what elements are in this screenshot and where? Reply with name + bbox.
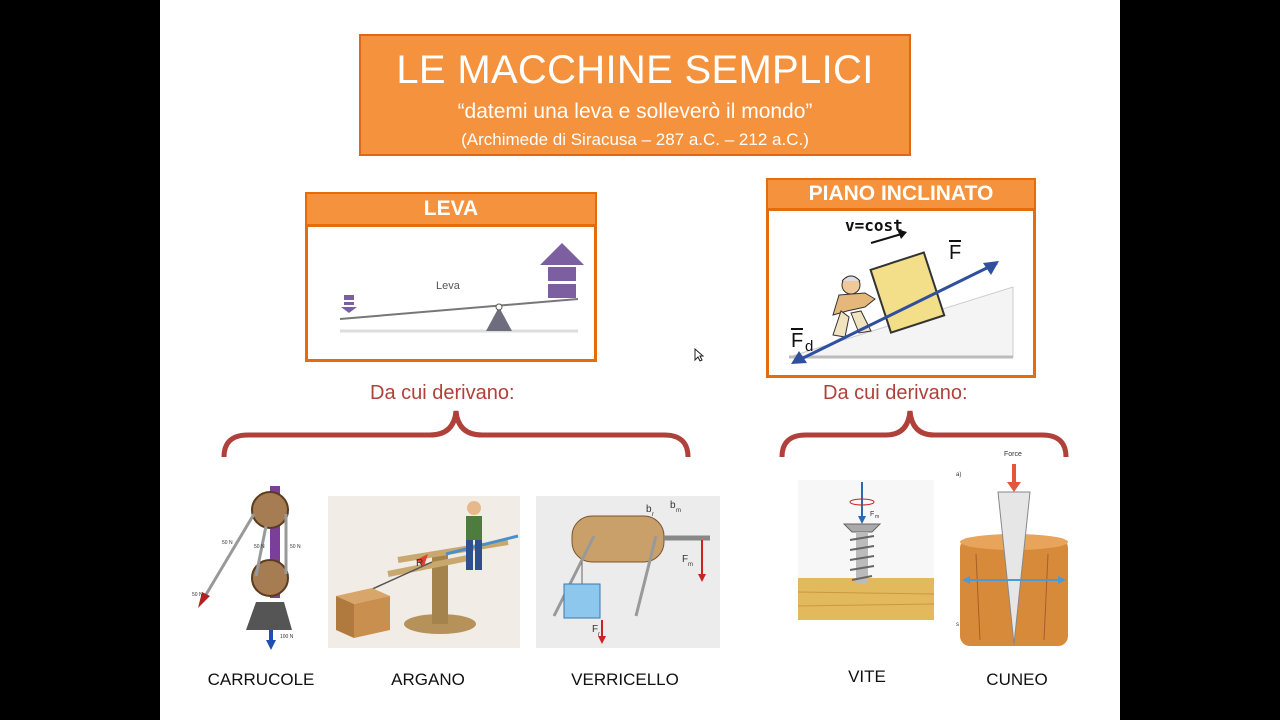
verricello-image: b r b m F m F r (536, 496, 720, 648)
force-arrow-head (983, 261, 999, 275)
pulley-label: 50 N (254, 544, 265, 550)
argano-force-arrow-icon (416, 554, 428, 566)
pulley-rope (202, 513, 256, 599)
caption-carrucole: CARRUCOLE (207, 670, 315, 689)
verricello-leg (552, 535, 596, 617)
cuneo-part-label: a) (956, 472, 961, 478)
piano-header: PIANO INCLINATO (766, 178, 1036, 210)
argano-worker-icon (466, 501, 482, 570)
pulley-bracket (270, 486, 280, 598)
pulley-label: 50 N (290, 544, 301, 550)
vite-image: F m (798, 480, 934, 620)
argano-label: R (416, 558, 423, 569)
vite-label-m: m (875, 514, 879, 520)
leva-panel: Leva (305, 224, 597, 362)
weight-icon (246, 602, 292, 630)
cuneo-split-arrow-left (962, 576, 970, 584)
cuneo-grain-2 (1043, 553, 1049, 641)
velocity-label: v=cost (845, 216, 903, 235)
leva-header: LEVA (305, 192, 597, 226)
lower-pulley-icon (251, 559, 289, 597)
pulley-label: 50 N (192, 592, 203, 598)
inclined-plane-diagram: v=cost F F d (788, 216, 1014, 364)
screw-head-icon (842, 523, 882, 533)
argano-image: R (328, 496, 520, 648)
verricello-label-b: b (646, 504, 652, 515)
piano-panel: v=cost F F d (766, 208, 1036, 378)
argano-bar-2 (387, 555, 469, 577)
vite-force-arrow-head (858, 516, 866, 524)
vite-wood (798, 578, 934, 620)
slide-quote: “datemi una leva e solleverò il mondo” (457, 100, 813, 123)
caption-verricello: VERRICELLO (571, 670, 679, 689)
vite-label-f: F (870, 511, 874, 518)
leva-derive-label: Da cui derivano: (370, 382, 515, 404)
pull-arrow-icon (198, 592, 210, 608)
slide-title: LE MACCHINE SEMPLICI (396, 48, 874, 92)
cuneo-force-arrow-head (1007, 482, 1021, 492)
verricello-label-fr: F (592, 624, 598, 635)
cuneo-split-arrow-right (1058, 576, 1066, 584)
argano-drum (432, 554, 448, 624)
vite-grain-2 (798, 603, 934, 607)
piano-derive-label: Da cui derivano: (823, 382, 968, 404)
fulcrum-pivot (495, 303, 503, 311)
velocity-arrow-head (897, 229, 907, 239)
caption-vite: VITE (848, 667, 886, 686)
verricello-label-b2: b (670, 500, 676, 511)
title-box: LE MACCHINE SEMPLICI “datemi una leva e … (359, 34, 911, 156)
small-down-arrow-icon (341, 295, 357, 313)
carrucole-image: 50 N 50 N 50 N 50 N 100 N (192, 486, 301, 650)
pulley-label: 50 N (222, 540, 233, 546)
screw-thread-icon (849, 532, 875, 584)
slide-attribution: (Archimede di Siracusa – 287 a.C. – 212 … (461, 130, 809, 149)
vite-grain (798, 591, 934, 595)
caption-argano: ARGANO (391, 670, 465, 689)
leva-brace (221, 410, 691, 458)
verricello-label-fm: F (682, 554, 688, 565)
caption-cuneo: CUNEO (986, 670, 1048, 689)
pulley-label: 100 N (280, 634, 294, 640)
mouse-cursor-icon (694, 348, 704, 362)
lever-bar (339, 298, 579, 320)
slide: LE MACCHINE SEMPLICI “datemi una leva e … (160, 0, 1120, 720)
verricello-label-m: m (676, 508, 681, 514)
verricello-box-icon (563, 583, 601, 619)
friction-subscript: d (805, 338, 813, 355)
cuneo-force-label: Force (1004, 451, 1022, 458)
friction-label: F (791, 330, 803, 352)
verricello-label-r: r (652, 512, 654, 518)
friction-arrow-head (791, 351, 807, 364)
lever-diagram: Leva (339, 243, 584, 333)
verricello-load-arrow-head (598, 636, 606, 644)
verricello-effort-arrow-head (698, 574, 706, 582)
cuneo-side-label: s (956, 622, 959, 628)
crate-icon (869, 251, 946, 334)
upper-pulley-icon (251, 491, 289, 529)
piano-brace (779, 410, 1069, 458)
fulcrum-icon (486, 307, 512, 331)
verricello-label-fr-sub: r (598, 632, 600, 638)
pulley-rope-2 (254, 525, 268, 577)
force-label: F (949, 242, 961, 264)
lever-label: Leva (436, 280, 461, 292)
big-up-arrow-icon (540, 243, 584, 298)
braces (221, 410, 1069, 458)
weight-arrow-icon (266, 640, 276, 650)
worker-icon (832, 275, 876, 338)
cuneo-grain (975, 553, 981, 641)
verricello-label-fm-sub: m (688, 562, 693, 568)
argano-box-icon (336, 588, 390, 638)
vite-rotation-icon (849, 498, 875, 506)
cuneo-image: Force a) s (956, 451, 1068, 646)
force-arrow (796, 261, 998, 363)
verricello-leg-2 (634, 535, 658, 617)
